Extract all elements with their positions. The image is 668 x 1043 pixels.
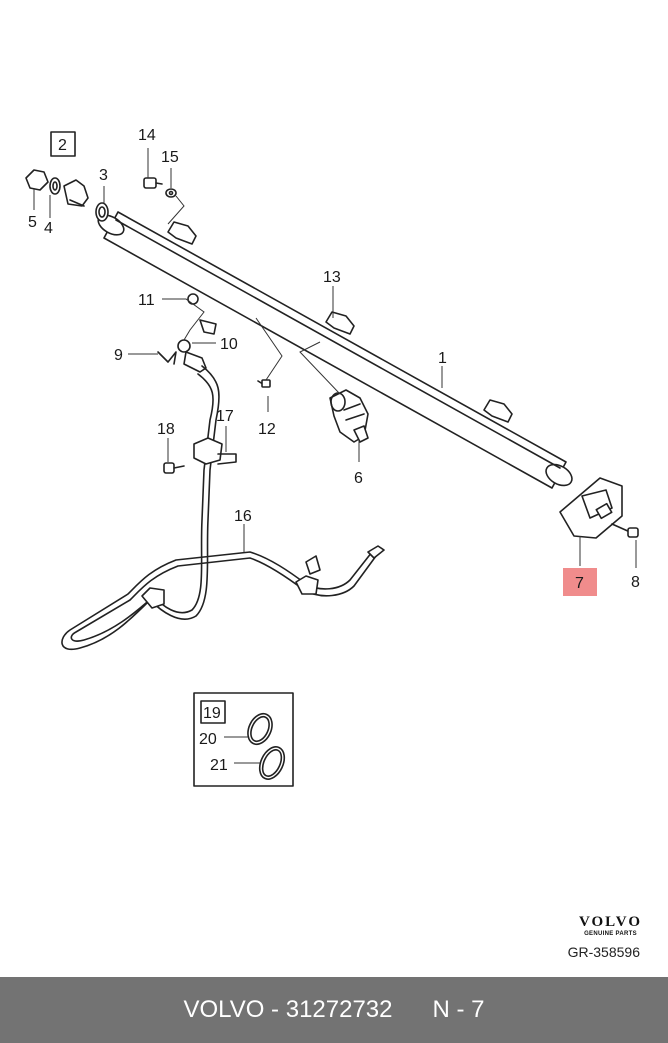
brand-block: VOLVO GENUINE PARTS <box>579 914 642 938</box>
end-cap-set <box>25 169 109 222</box>
fuel-injector <box>329 389 369 443</box>
callout-6: 6 <box>354 470 363 487</box>
clip-9 <box>157 351 177 365</box>
callout-7: 7 <box>575 575 584 592</box>
highlight-box-7 <box>563 568 597 596</box>
callout-17: 17 <box>216 408 234 425</box>
bolt-14 <box>143 177 163 189</box>
volvo-logo: VOLVO <box>578 914 642 930</box>
callout-4: 4 <box>44 220 53 237</box>
callout-10: 10 <box>220 336 238 353</box>
callout-16: 16 <box>234 508 252 525</box>
callout-12: 12 <box>258 421 276 438</box>
callout-8: 8 <box>631 574 640 591</box>
callout-11: 11 <box>138 292 155 309</box>
o-ring-11 <box>187 293 199 305</box>
washer-15 <box>165 188 177 198</box>
diagram-reference: GR-358596 <box>567 944 640 960</box>
leader-lines <box>33 148 637 764</box>
footer-bar: VOLVO - 31272732 N - 7 <box>0 977 668 1043</box>
callout-3: 3 <box>99 167 108 184</box>
callout-21: 21 <box>210 757 228 774</box>
callout-9: 9 <box>114 347 123 364</box>
fuel-rail <box>97 211 573 489</box>
pressure-sensor <box>559 477 623 539</box>
callout-5: 5 <box>28 214 37 231</box>
callout-19: 19 <box>203 705 221 722</box>
callout-18: 18 <box>157 421 175 438</box>
callout-2: 2 <box>58 137 67 154</box>
parts-diagram: 1 2 3 4 5 6 7 8 9 10 11 12 13 14 15 16 1… <box>25 127 640 787</box>
footer-gap <box>393 996 433 1024</box>
seal-kit-box <box>193 692 294 787</box>
clamp-17 <box>217 453 237 465</box>
genuine-parts-tagline: GENUINE PARTS <box>584 931 637 937</box>
bolt-8 <box>611 523 639 538</box>
callout-13: 13 <box>323 269 341 286</box>
footer-separator: - <box>264 996 286 1023</box>
bolt-18 <box>163 462 185 474</box>
screw-12 <box>257 379 271 388</box>
callout-20: 20 <box>199 731 217 748</box>
callout-1: 1 <box>438 350 447 367</box>
callout-15: 15 <box>161 149 179 166</box>
callout-2-box <box>50 131 76 157</box>
fitting-10 <box>177 339 207 373</box>
callout-14: 14 <box>138 127 156 144</box>
footer-part-number: 31272732 <box>285 996 393 1023</box>
footer-position-label: N - 7 <box>432 996 485 1023</box>
fuel-line <box>61 365 385 651</box>
footer-brand: VOLVO <box>183 996 265 1023</box>
